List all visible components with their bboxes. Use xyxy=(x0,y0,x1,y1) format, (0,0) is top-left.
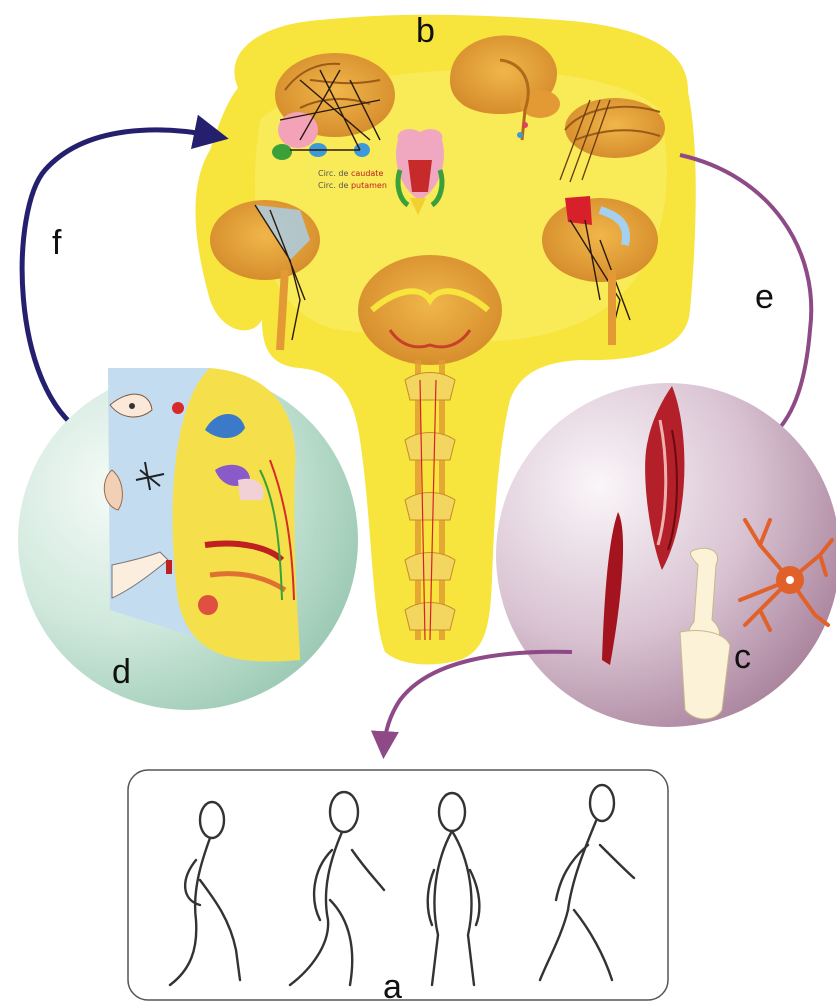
flower-icon xyxy=(172,402,184,414)
brain-note-highlight-1: caudate xyxy=(351,169,383,178)
sensory-sphere-d: d xyxy=(18,368,358,710)
brain-note-prefix-2: Circ. de xyxy=(318,181,351,190)
effector-sphere-c: c xyxy=(496,383,836,727)
label-f: f xyxy=(52,224,62,262)
walking-panel-a: a xyxy=(128,770,668,1006)
label-e: e xyxy=(755,278,774,316)
label-a: a xyxy=(383,968,402,1006)
sensory-panel-yellow xyxy=(173,368,300,661)
brainstem-icon xyxy=(396,129,444,215)
brain-note-highlight-2: putamen xyxy=(351,181,387,190)
brain-note-prefix-1: Circ. de xyxy=(318,169,351,178)
brain-note-line-2: Circ. de putamen xyxy=(318,181,387,190)
walking-panel-frame xyxy=(128,770,668,1000)
brain-note-line-1: Circ. de caudate xyxy=(318,169,383,178)
label-c: c xyxy=(734,638,751,676)
label-d: d xyxy=(112,653,131,691)
label-b: b xyxy=(416,12,435,50)
